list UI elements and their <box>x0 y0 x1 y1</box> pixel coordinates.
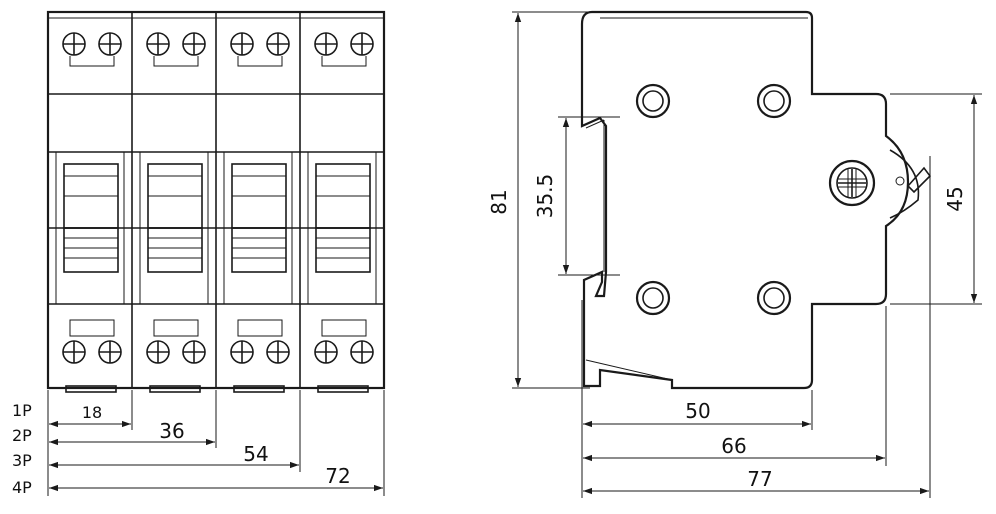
toggle-lever <box>889 149 932 219</box>
toggle-knob <box>828 159 876 207</box>
pole-module-2 <box>139 32 209 393</box>
top-terminal-screw-icon <box>146 32 170 56</box>
side-screw-lower-left <box>635 280 671 316</box>
dim-width-18: 18 <box>82 403 102 422</box>
pole-label-3p: 3P <box>12 451 32 470</box>
side-dimensions: 81 35.5 45 50 66 77 <box>487 11 982 498</box>
dim-width-36: 36 <box>159 419 184 443</box>
top-terminal-screw-icon <box>266 32 290 56</box>
bottom-terminal-screw-icon <box>146 340 170 364</box>
dim-width-72: 72 <box>325 464 350 488</box>
dim-depth-77: 77 <box>747 467 772 491</box>
side-body-outline <box>580 10 910 390</box>
bottom-terminal-screw-icon <box>182 340 206 364</box>
pole-label-4p: 4P <box>12 478 32 497</box>
bottom-terminal-screw-icon <box>230 340 254 364</box>
bottom-terminal-screw-icon <box>350 340 374 364</box>
bottom-terminal-screw-icon <box>314 340 338 364</box>
front-dimensions: 1P 2P 3P 4P 18 36 54 72 <box>12 390 385 497</box>
dim-depth-66: 66 <box>721 434 746 458</box>
pole-label-2p: 2P <box>12 426 32 445</box>
pole-label-1p: 1P <box>12 401 32 420</box>
top-terminal-screw-icon <box>98 32 122 56</box>
side-screw-lower-right <box>756 280 792 316</box>
dim-front-height-45: 45 <box>943 186 967 211</box>
pole-module-1 <box>55 32 125 393</box>
top-terminal-screw-icon <box>350 32 374 56</box>
side-screw-upper-right <box>756 83 792 119</box>
pole-module-4 <box>307 32 377 393</box>
dim-width-54: 54 <box>243 442 268 466</box>
dim-depth-50: 50 <box>685 399 710 423</box>
dim-height-81: 81 <box>487 189 511 214</box>
bottom-terminal-screw-icon <box>62 340 86 364</box>
side-view <box>580 10 932 390</box>
top-terminal-screw-icon <box>182 32 206 56</box>
bottom-terminal-screw-icon <box>266 340 290 364</box>
dim-rail-35-5: 35.5 <box>533 174 557 219</box>
bottom-terminal-screw-icon <box>98 340 122 364</box>
pole-module-3 <box>223 32 293 393</box>
side-screw-upper-left <box>635 83 671 119</box>
front-view <box>46 10 386 393</box>
top-terminal-screw-icon <box>230 32 254 56</box>
top-terminal-screw-icon <box>314 32 338 56</box>
top-terminal-screw-icon <box>62 32 86 56</box>
